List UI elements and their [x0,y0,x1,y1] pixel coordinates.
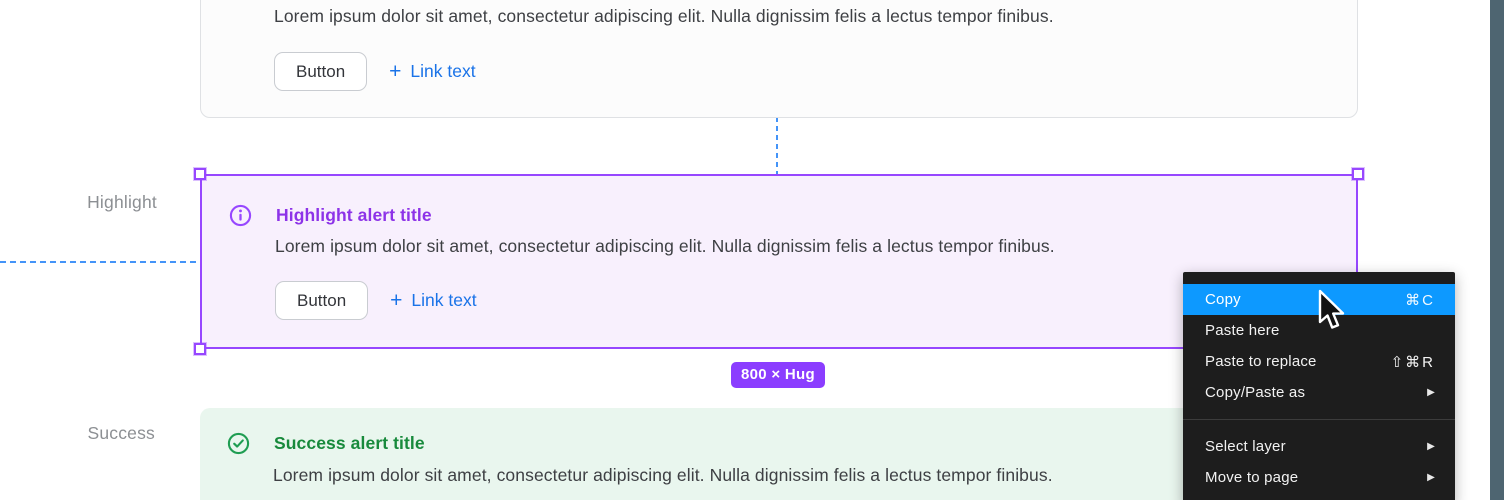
info-icon [229,204,252,227]
alert-actions: Button + Link text [275,281,477,320]
alert-body-text: Lorem ipsum dolor sit amet, consectetur … [275,236,1055,256]
plus-icon: + [390,289,403,312]
menu-item-select-layer[interactable]: Select layer ▶ [1183,431,1455,462]
menu-item-label: Move to page [1205,469,1299,486]
menu-item-label: Copy [1205,291,1241,308]
menu-item-move-to-page[interactable]: Move to page ▶ [1183,462,1455,493]
alert-title-row: Highlight alert title [229,204,432,227]
success-check-icon [227,432,250,455]
selection-size-badge: 800 × Hug [731,362,825,388]
alert-link[interactable]: + Link text [389,61,475,82]
menu-item-label: Copy/Paste as [1205,384,1306,401]
menu-item-paste-to-replace[interactable]: Paste to replace ⇧⌘R [1183,346,1455,377]
selection-handle-top-left[interactable] [194,168,206,180]
menu-divider [1183,419,1455,420]
menu-item-label: Paste to replace [1205,353,1317,370]
alert-title: Highlight alert title [276,205,432,225]
submenu-arrow-icon: ▶ [1427,387,1435,398]
submenu-arrow-icon: ▶ [1427,472,1435,483]
selection-handle-bottom-left[interactable] [194,343,206,355]
plus-icon: + [389,60,402,83]
alert-card-highlight[interactable]: Highlight alert title Lorem ipsum dolor … [200,174,1358,349]
menu-item-shortcut: ⇧⌘R [1390,353,1435,371]
alert-title: Success alert title [274,433,425,453]
alert-body-text: Lorem ipsum dolor sit amet, consectetur … [273,465,1053,485]
window-edge-bar [1490,0,1504,500]
horizontal-guide-dashed-line [0,261,200,263]
alert-card-top[interactable]: Lorem ipsum dolor sit amet, consectetur … [200,0,1358,118]
selection-handle-top-right[interactable] [1352,168,1364,180]
menu-item-copy-paste-as[interactable]: Copy/Paste as ▶ [1183,377,1455,408]
alert-link-label: Link text [411,290,477,310]
section-label-highlight: Highlight [87,192,157,212]
alert-card-success[interactable]: Success alert title Lorem ipsum dolor si… [200,408,1358,500]
alert-button[interactable]: Button [274,52,368,91]
alert-body-text: Lorem ipsum dolor sit amet, consectetur … [274,6,1054,26]
menu-item-shortcut: ⌘C [1405,291,1435,309]
menu-item-label: Paste here [1205,322,1280,339]
alert-link-label: Link text [410,61,476,81]
alert-button[interactable]: Button [275,281,369,320]
alert-title-row: Success alert title [227,432,425,455]
section-label-success: Success [87,423,155,443]
menu-item-paste-here[interactable]: Paste here [1183,315,1455,346]
submenu-arrow-icon: ▶ [1427,441,1435,452]
alert-actions: Button + Link text [274,52,476,91]
menu-item-label: Select layer [1205,438,1286,455]
mouse-cursor-icon [1318,289,1345,329]
alert-link[interactable]: + Link text [390,290,476,311]
